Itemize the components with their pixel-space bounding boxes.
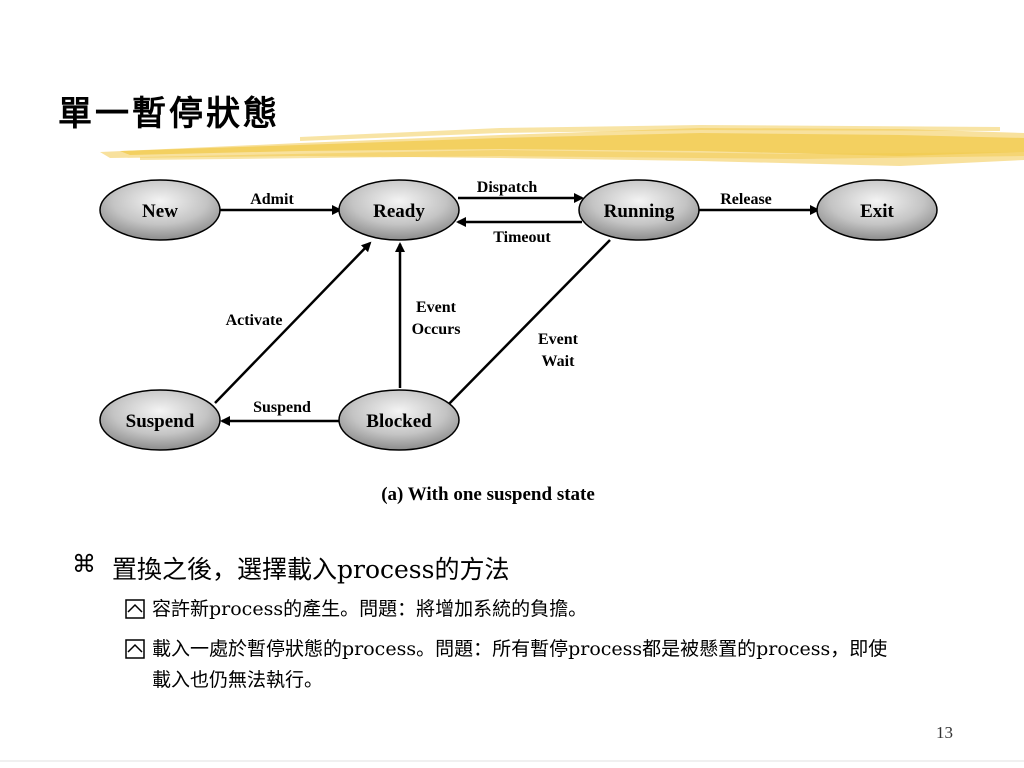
edge-release-label: Release	[720, 191, 772, 208]
edge-event-occurs-label-2: Occurs	[412, 321, 461, 338]
edge-dispatch-label: Dispatch	[477, 179, 538, 196]
edge-admit-label: Admit	[250, 191, 294, 208]
node-blocked-label: Blocked	[366, 411, 432, 432]
checkbox-chevron-icon	[125, 599, 145, 619]
diagram-caption: (a) With one suspend state	[381, 484, 595, 505]
node-running-label: Running	[604, 201, 675, 222]
node-suspend-label: Suspend	[126, 411, 195, 432]
node-exit-label: Exit	[860, 201, 894, 222]
node-ready: Ready	[338, 179, 460, 241]
bullet-sub-2: 載入一處於暫停狀態的process。問題：所有暫停process都是被懸置的pr…	[124, 634, 904, 696]
node-exit: Exit	[816, 179, 938, 241]
bullet-main-text: 置換之後，選擇載入process的方法	[112, 555, 510, 584]
bullet-sub-2-text: 載入一處於暫停狀態的process。問題：所有暫停process都是被懸置的pr…	[152, 638, 888, 691]
edge-activate-label: Activate	[226, 312, 283, 329]
command-key-icon: ⌘	[72, 550, 96, 578]
node-suspend: Suspend	[99, 389, 221, 451]
page-number: 13	[936, 723, 953, 742]
edge-activate	[214, 241, 372, 404]
slide-title: 單一暫停狀態	[58, 94, 280, 134]
edge-event-wait-label-1: Event	[538, 331, 579, 348]
checkbox-chevron-icon	[125, 639, 145, 659]
edge-event-occurs-label-1: Event	[416, 299, 457, 316]
bullet-sub-1-text: 容許新process的產生。問題：將增加系統的負擔。	[152, 598, 588, 620]
node-ready-label: Ready	[373, 201, 425, 222]
state-diagram: New Ready Running Exit Suspend Blocked A…	[99, 179, 938, 451]
bullet-main: ⌘ 置換之後，選擇載入process的方法	[72, 550, 509, 586]
edge-suspend-label: Suspend	[253, 399, 311, 416]
title-underline-brush	[100, 125, 1024, 166]
edge-event-wait-label-2: Wait	[542, 353, 576, 370]
node-running: Running	[578, 179, 700, 241]
node-new-label: New	[142, 201, 178, 222]
bullet-sub-1: 容許新process的產生。問題：將增加系統的負擔。	[124, 594, 587, 625]
node-blocked: Blocked	[338, 389, 460, 451]
node-new: New	[99, 179, 221, 241]
edge-event-wait	[441, 239, 611, 412]
bottom-divider	[0, 760, 1024, 762]
edge-timeout-label: Timeout	[493, 229, 551, 246]
